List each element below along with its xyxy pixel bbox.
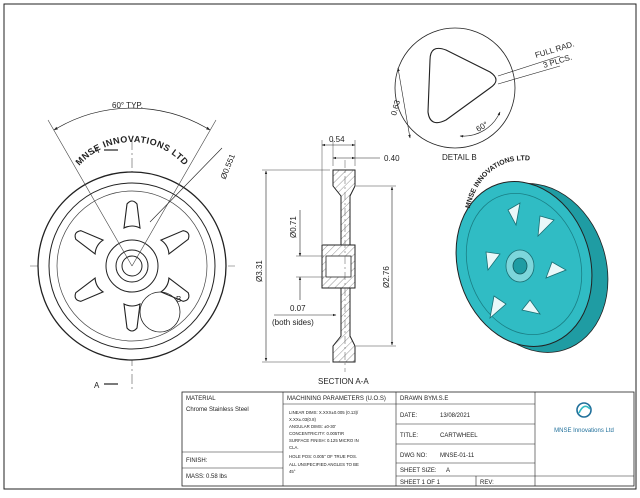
dwg-value: MNSE-01-11	[440, 453, 475, 459]
detail-triangle	[427, 47, 497, 124]
title-label: TITLE:	[400, 433, 418, 439]
title-value: CARTWHEEL	[440, 433, 478, 439]
section-view: 0.54 0.40 Ø3.31 Ø0.71 Ø2.76 0.07 (both s…	[255, 135, 400, 386]
section-cut-bottom: A	[94, 381, 100, 390]
bore	[121, 255, 143, 277]
angle-typ-label: 60° TYP.	[112, 101, 143, 110]
material-value: Chrome Stainless Steel	[186, 407, 249, 413]
dim-inner: Ø2.76	[382, 266, 391, 288]
sheet-size-value: A	[446, 468, 450, 474]
iso-view: MNSE INNOVATIONS LTD	[455, 155, 609, 353]
machining-line: 45°	[289, 469, 296, 474]
rev-label: REV:	[480, 480, 494, 486]
hole-dim-label: Ø0.551	[219, 152, 237, 180]
date-label: DATE:	[400, 413, 418, 419]
machining-line: LINEAR DIMS: X.XXX±0.005 (0.13)/	[289, 410, 359, 415]
detail-b-letter: B	[176, 295, 181, 304]
machining-line: HOLE POS: 0.005" OF TRUE POS.	[289, 454, 357, 459]
drawn-by-label: DRAWN BY:	[400, 396, 434, 402]
detail-b-marker	[139, 291, 181, 333]
machining-line: X.XX±.03(0.8)	[289, 417, 317, 422]
section-cut-top: A	[94, 146, 100, 155]
finish-label: FINISH:	[186, 458, 208, 464]
detail-view: FULL RAD. 3 PLCS. 0.63 60° DETAIL B	[389, 27, 575, 162]
drawn-by-value: M.S.E	[432, 396, 448, 402]
date-value: 13/08/2021	[440, 413, 471, 419]
company-name: MNSE Innovations Ltd	[554, 428, 614, 434]
detail-dim-size: 0.63	[389, 99, 402, 117]
dim-bore: Ø0.71	[289, 216, 298, 238]
mass-value: 0.58 lbs	[206, 474, 227, 480]
machining-line: SURFACE FINISH: 0.125 MICRO IN	[289, 438, 359, 443]
hub	[105, 239, 159, 293]
sheet-count: SHEET 1 OF 1	[400, 480, 441, 486]
machining-line: CONCENTRICITY: 0.005TIR	[289, 431, 344, 436]
machining-line: CLA.	[289, 445, 299, 450]
spoke-holes	[74, 200, 190, 332]
title-block: MATERIAL Chrome Stainless Steel FINISH: …	[181, 391, 635, 487]
material-label: MATERIAL	[186, 396, 216, 402]
detail-label: DETAIL B	[442, 153, 477, 162]
dim-web: 0.07	[290, 304, 306, 313]
sheet-size-label: SHEET SIZE:	[400, 468, 437, 474]
dim-web-note: (both sides)	[272, 318, 314, 327]
machining-label: MACHINING PARAMETERS (U.O.S)	[287, 396, 386, 402]
sheet-border	[3, 3, 637, 490]
mass-label: MASS:	[186, 474, 205, 480]
company-logo-icon	[576, 402, 592, 418]
dim-width: 0.54	[329, 135, 345, 144]
machining-line: ALL UNSPECIFIED ANGLES TO BE	[289, 462, 359, 467]
dim-outer: Ø3.31	[255, 260, 264, 282]
machining-line: ANGULAR DIMS: ±0-30'	[289, 424, 336, 429]
section-label: SECTION A-A	[318, 377, 369, 386]
front-view: MNSE INNOVATIONS LTD 60° TYP. Ø0.551 A A…	[30, 101, 237, 392]
dim-rim: 0.40	[384, 154, 400, 163]
dwg-label: DWG NO:	[400, 453, 427, 459]
